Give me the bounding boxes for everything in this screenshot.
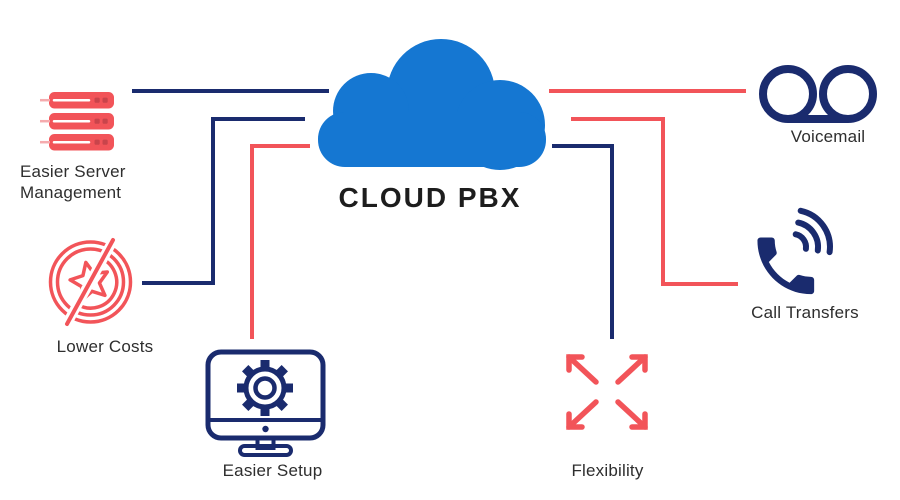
sound-waves-icon (792, 207, 833, 256)
voicemail-icon (759, 65, 877, 123)
feature-label: Call Transfers (751, 303, 859, 322)
feature-label: Flexibility (571, 461, 644, 480)
monitor-gear-icon (205, 349, 326, 457)
feature-label: Easier Setup (222, 461, 323, 480)
diagram-title: CLOUD PBX (338, 182, 522, 213)
cloud-icon (318, 39, 546, 170)
feature-label: Voicemail (790, 127, 866, 146)
feature-label: Easier Server Management (20, 162, 126, 203)
expand-arrows-icon (566, 354, 648, 430)
gear-icon (237, 360, 293, 416)
phone-call-waves-icon (757, 207, 833, 295)
no-cost-star-icon (48, 234, 133, 330)
feature-label: Lower Costs (56, 337, 154, 356)
server-stack-icon (40, 92, 114, 151)
